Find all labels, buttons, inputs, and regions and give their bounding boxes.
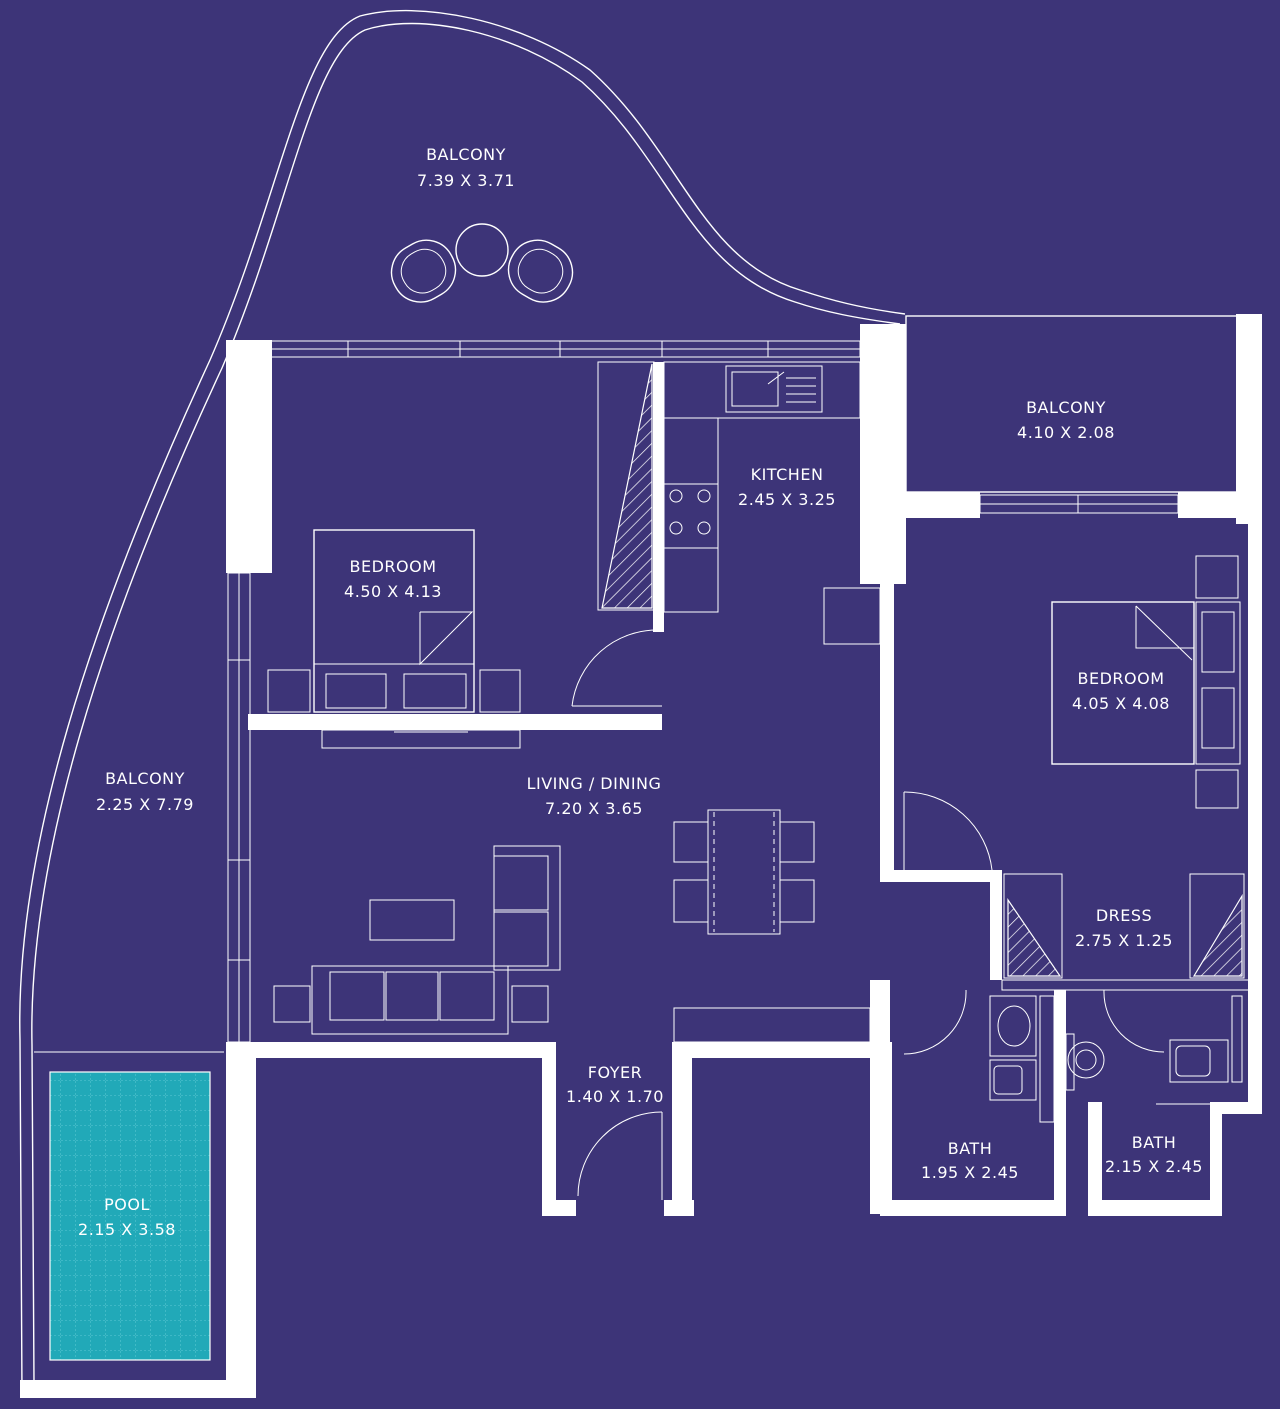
right-bedroom-furniture	[903, 555, 1241, 880]
bedroom-right-name: BEDROOM	[1077, 669, 1164, 688]
balcony-right-size: 4.10 X 2.08	[1017, 423, 1115, 442]
pool-name: POOL	[104, 1195, 150, 1214]
balcony-left-name: BALCONY	[105, 769, 185, 788]
foyer-size: 1.40 X 1.70	[566, 1087, 664, 1106]
balcony-right-name: BALCONY	[1026, 398, 1106, 417]
walls	[20, 314, 1262, 1398]
kitchen-size: 2.45 X 3.25	[738, 490, 836, 509]
left-glazing	[227, 572, 251, 1043]
bath-right-size: 2.15 X 2.45	[1105, 1157, 1203, 1176]
living-furniture	[273, 809, 871, 1200]
kitchen-fixtures	[597, 361, 881, 645]
dress-room-wardrobes	[1001, 873, 1251, 991]
bath-left-size: 1.95 X 2.45	[921, 1163, 1019, 1182]
left-bedroom-furniture	[267, 529, 662, 749]
bath-left-name: BATH	[948, 1139, 992, 1158]
top-window-strip	[269, 340, 861, 358]
kitchen-name: KITCHEN	[751, 465, 824, 484]
balcony-top-size: 7.39 X 3.71	[417, 171, 515, 190]
dress-name: DRESS	[1096, 906, 1152, 925]
pool-basin	[49, 1071, 211, 1361]
bath-right-name: BATH	[1132, 1133, 1176, 1152]
right-balcony-outline	[905, 315, 1257, 514]
balcony-left-size: 2.25 X 7.79	[96, 795, 194, 814]
bedroom-right-size: 4.05 X 4.08	[1072, 694, 1170, 713]
foyer-name: FOYER	[588, 1063, 642, 1082]
bedroom-left-size: 4.50 X 4.13	[344, 582, 442, 601]
bedroom-left-name: BEDROOM	[349, 557, 436, 576]
pool-size: 2.15 X 3.58	[78, 1220, 176, 1239]
living-size: 7.20 X 3.65	[545, 799, 643, 818]
balcony-chairs-icon	[390, 223, 574, 303]
balcony-railing-curve	[19, 9, 906, 1395]
living-name: LIVING / DINING	[527, 774, 662, 793]
bath-fixtures	[903, 989, 1243, 1123]
dress-size: 2.75 X 1.25	[1075, 931, 1173, 950]
balcony-top-name: BALCONY	[426, 145, 506, 164]
